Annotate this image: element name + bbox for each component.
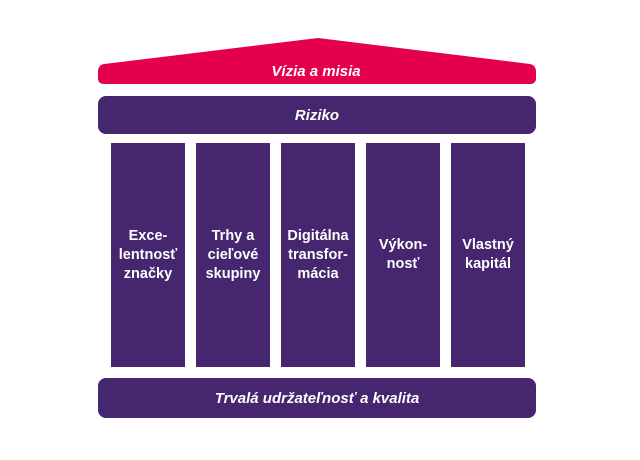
roof-triangle xyxy=(98,38,536,84)
risk-label: Riziko xyxy=(294,106,340,124)
roof-label: Vízia a misia xyxy=(271,62,361,80)
pillar-label: Výkon- nosť xyxy=(378,237,428,272)
pillar-performance: Výkon- nosť xyxy=(366,143,440,367)
pillar-brand-excellence: Exce- lentnosť značky xyxy=(111,143,185,367)
risk-band: Riziko xyxy=(98,96,536,134)
foundation-band: Trvalá udržateľnosť a kvalita xyxy=(98,378,536,418)
pillar-markets-target-groups: Trhy a cieľové skupiny xyxy=(196,143,270,367)
pillar-label: Trhy a cieľové skupiny xyxy=(205,227,261,282)
foundation-label: Trvalá udržateľnosť a kvalita xyxy=(214,389,420,407)
pillar-label: Vlastný kapitál xyxy=(462,237,514,272)
pillar-equity: Vlastný kapitál xyxy=(451,143,525,367)
pillar-label: Digitálna transfor- mácia xyxy=(287,227,349,282)
roof-shape xyxy=(98,38,536,84)
pillar-digital-transformation: Digitálna transfor- mácia xyxy=(281,143,355,367)
pillar-label: Exce- lentnosť značky xyxy=(118,227,178,282)
